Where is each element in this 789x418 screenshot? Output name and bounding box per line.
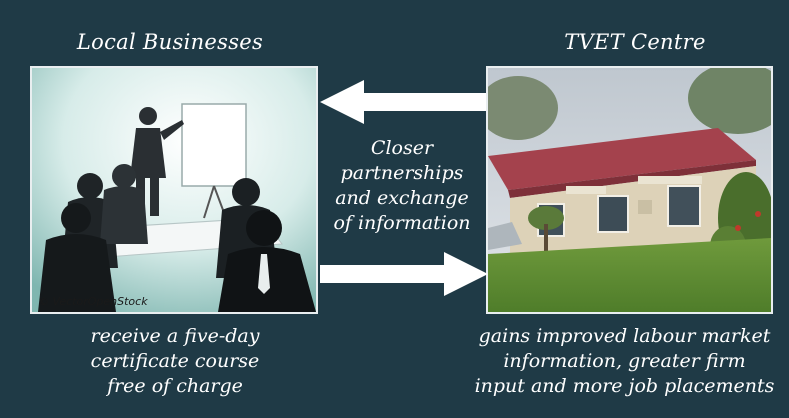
tvet-building-icon	[488, 68, 771, 312]
local-businesses-caption: receive a five-day certificate course fr…	[30, 324, 320, 399]
partnership-line: partnerships	[340, 162, 464, 184]
tvet-centre-image	[486, 66, 773, 314]
meeting-silhouette-icon	[32, 68, 316, 312]
partnership-line: of information	[333, 212, 471, 234]
tvet-centre-title: TVET Centre	[564, 30, 706, 54]
caption-line: receive a five-day	[90, 325, 260, 347]
image-credit: © VectorOpenStock	[38, 295, 148, 308]
local-businesses-title: Local Businesses	[76, 30, 264, 54]
tvet-centre-caption: gains improved labour market information…	[462, 324, 787, 399]
partnership-line: and exchange	[335, 187, 469, 209]
caption-line: information, greater firm	[503, 350, 746, 372]
partnership-line: Closer	[370, 137, 434, 159]
caption-line: free of charge	[107, 375, 243, 397]
caption-line: gains improved labour market	[478, 325, 771, 347]
caption-line: certificate course	[90, 350, 260, 372]
business-meeting-image: © VectorOpenStock	[30, 66, 318, 314]
partnership-label: Closer partnerships and exchange of info…	[322, 136, 482, 236]
arrow-right-icon	[320, 252, 488, 296]
caption-line: input and more job placements	[474, 375, 775, 397]
arrow-left-icon	[320, 80, 486, 124]
